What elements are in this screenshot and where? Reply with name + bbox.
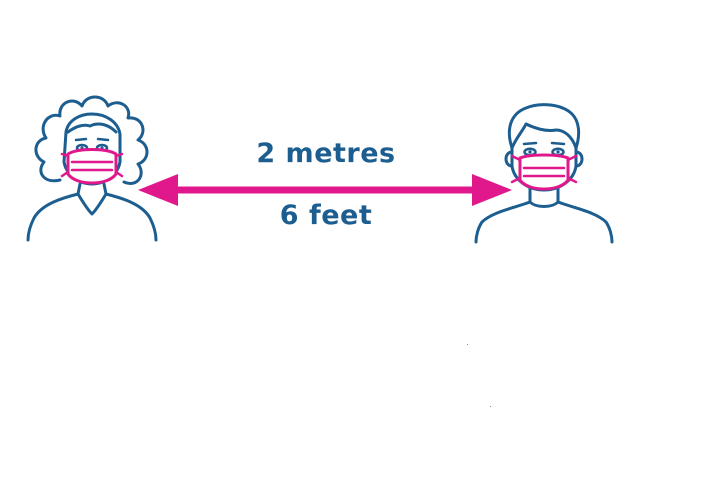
face-mask — [518, 153, 570, 191]
shoulders — [26, 182, 82, 242]
distance-imperial-label: 6 feet — [279, 200, 373, 231]
distance-metric-label: 2 metres — [256, 138, 396, 169]
shoulders — [474, 186, 532, 244]
double-headed-arrow-icon — [138, 174, 512, 206]
image-speck — [490, 406, 491, 407]
short-hair — [507, 103, 581, 150]
curly-hair — [34, 95, 149, 185]
woman-wearing-mask-icon — [26, 95, 158, 242]
face-mask — [66, 148, 118, 185]
image-speck — [467, 344, 468, 345]
man-wearing-mask-icon — [474, 103, 614, 244]
